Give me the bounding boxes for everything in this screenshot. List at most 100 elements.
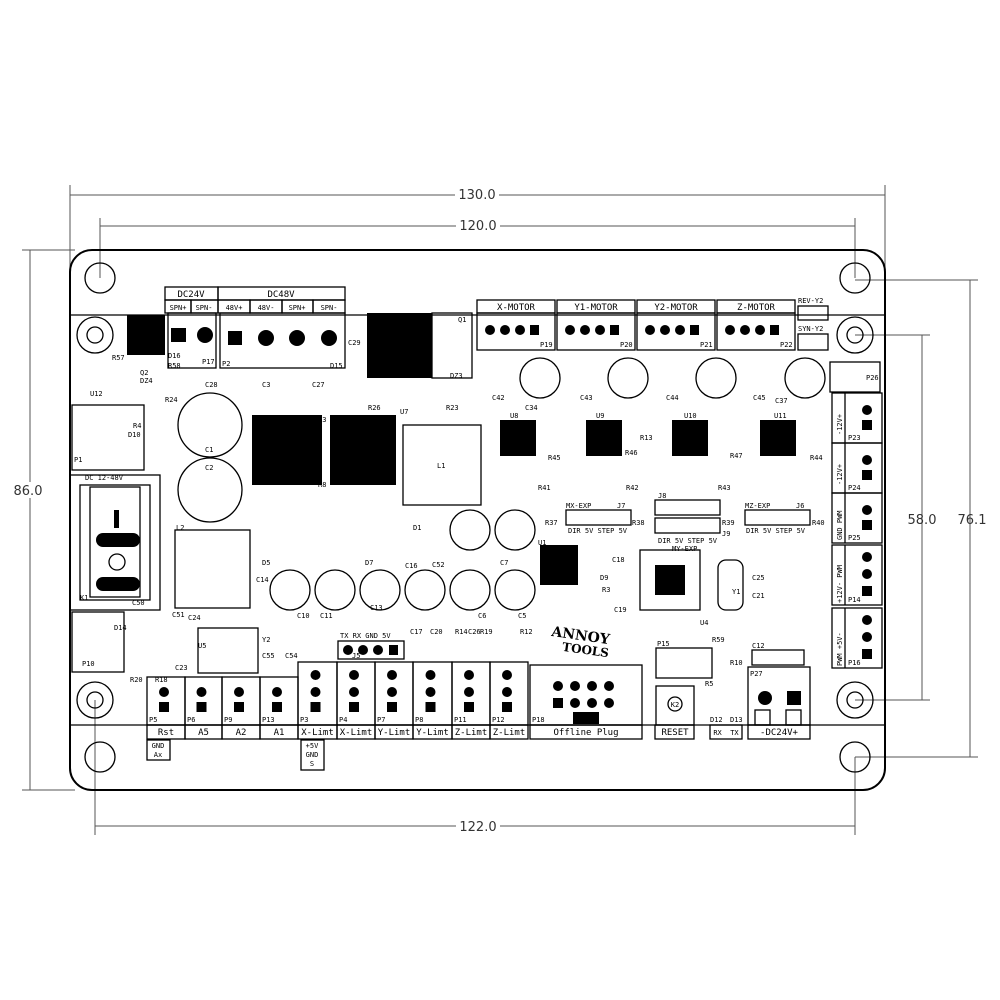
svg-text:P22: P22 xyxy=(780,341,793,349)
component-ref: L2 xyxy=(176,524,184,532)
component-ref: R45 xyxy=(548,454,561,462)
component-ref: C29 xyxy=(348,339,361,347)
svg-text:SPN-: SPN- xyxy=(196,304,213,312)
component-ref: C51 xyxy=(172,611,185,619)
component-ref: U9 xyxy=(596,412,604,420)
svg-text:RESET: RESET xyxy=(661,728,689,738)
svg-text:X-MOTOR: X-MOTOR xyxy=(497,303,536,313)
component-ref: C18 xyxy=(612,556,625,564)
expansion-headers: MX-EXP J7 DIR 5V STEP 5V J8 J9 DIR 5V ST… xyxy=(565,492,811,553)
svg-text:J6: J6 xyxy=(796,502,804,510)
component-ref: C52 xyxy=(432,561,445,569)
svg-text:DIR 5V STEP 5V: DIR 5V STEP 5V xyxy=(658,537,718,545)
dim-height-outer: 86.0 xyxy=(14,484,43,499)
motor-connectors: X-MOTOR P19 Y1-MOTOR P20 Y2-MOTOR P21 Z-… xyxy=(476,299,796,351)
component-ref: R3 xyxy=(602,586,610,594)
component-ref: DZ4 xyxy=(140,377,153,385)
svg-text:48V-: 48V- xyxy=(258,304,275,312)
rx-tx-leds: D12 D13 RX TX xyxy=(709,716,743,740)
component-ref: Y2 xyxy=(262,636,270,644)
svg-text:Ax: Ax xyxy=(154,751,162,759)
component-ref: C16 xyxy=(405,562,418,570)
component-ref: C44 xyxy=(666,394,679,402)
component-ref: C10 xyxy=(297,612,310,620)
svg-text:MY-EXP: MY-EXP xyxy=(672,545,697,553)
component-ref: C54 xyxy=(285,652,298,660)
svg-text:Rst: Rst xyxy=(158,728,174,738)
component-ref: R39 xyxy=(722,519,735,527)
component-ref: DZ3 xyxy=(450,372,463,380)
svg-text:SPN+: SPN+ xyxy=(170,304,187,312)
power-switch[interactable]: DC 12-48V K1 xyxy=(69,474,161,611)
component-ref: R12 xyxy=(520,628,533,636)
svg-text:P11: P11 xyxy=(454,716,467,724)
svg-text:P7: P7 xyxy=(377,716,385,724)
component-ref: R26 xyxy=(368,404,381,412)
component-ref: D1 xyxy=(413,524,421,532)
component-ref: C28 xyxy=(205,381,218,389)
svg-text:SPN-: SPN- xyxy=(321,304,338,312)
svg-text:REV-Y2: REV-Y2 xyxy=(798,297,823,305)
svg-text:S: S xyxy=(310,760,314,768)
svg-text:Y-Limt: Y-Limt xyxy=(378,728,411,738)
component-ref: D7 xyxy=(365,559,373,567)
serial-header-j5: TX RX GND 5V J5 xyxy=(337,632,405,660)
motor-connector-z: Z-MOTOR P22 xyxy=(716,299,796,351)
svg-text:P16: P16 xyxy=(848,659,861,667)
motor-connector-y2: Y2-MOTOR P21 xyxy=(636,299,716,351)
component-ref: C2 xyxy=(205,464,213,472)
component-ref: U12 xyxy=(90,390,103,398)
svg-text:P13: P13 xyxy=(262,716,275,724)
component-ref: R37 xyxy=(545,519,558,527)
svg-text:P4: P4 xyxy=(339,716,347,724)
svg-text:-12V+: -12V+ xyxy=(836,464,844,485)
svg-text:P6: P6 xyxy=(187,716,195,724)
component-ref: Q1 xyxy=(458,316,466,324)
svg-text:Z-MOTOR: Z-MOTOR xyxy=(737,303,776,313)
component-ref: R58 xyxy=(168,362,181,370)
component-ref: R42 xyxy=(626,484,639,492)
svg-text:P25: P25 xyxy=(848,534,861,542)
component-ref: C19 xyxy=(614,606,627,614)
svg-text:A5: A5 xyxy=(198,728,209,738)
component-ref: C42 xyxy=(492,394,505,402)
component-ref: U11 xyxy=(774,412,787,420)
component-ref: C7 xyxy=(500,559,508,567)
component-ref: C23 xyxy=(175,664,188,672)
bottom-connector-p7: P7Y-Limt xyxy=(374,661,414,740)
component-ref: D16 xyxy=(168,352,181,360)
svg-text:J5: J5 xyxy=(352,652,360,660)
component-ref: C55 xyxy=(262,652,275,660)
component-ref: R40 xyxy=(812,519,825,527)
svg-text:P14: P14 xyxy=(848,596,861,604)
svg-text:DIR 5V STEP 5V: DIR 5V STEP 5V xyxy=(746,527,806,535)
svg-text:MX-EXP: MX-EXP xyxy=(566,502,591,510)
component-ref: D14 xyxy=(114,624,127,632)
component-ref: R5 xyxy=(705,680,713,688)
reset-button[interactable]: P15 K2 RESET xyxy=(654,640,713,740)
right-connectors: -12V+ P23 -12V+ P24 GND PWM P25 +12V- PW… xyxy=(831,392,883,669)
svg-text:GND: GND xyxy=(152,742,165,750)
svg-text:TOOLS: TOOLS xyxy=(561,640,609,660)
svg-text:P23: P23 xyxy=(848,434,861,442)
component-ref: U1 xyxy=(538,539,546,547)
annoy-tools-logo: ANNOY TOOLS xyxy=(549,624,611,660)
svg-text:DC 12-48V: DC 12-48V xyxy=(85,474,124,482)
svg-text:P8: P8 xyxy=(415,716,423,724)
component-ref: R44 xyxy=(810,454,823,462)
component-ref: C45 xyxy=(753,394,766,402)
component-ref: C3 xyxy=(262,381,270,389)
component-ref: C43 xyxy=(580,394,593,402)
bottom-connector-p4: P4X-Limt xyxy=(336,661,376,740)
y2-jumpers[interactable]: REV-Y2 SYN-Y2 P26 xyxy=(797,297,881,393)
component-ref: L1 xyxy=(437,462,445,470)
svg-text:GND: GND xyxy=(306,751,319,759)
svg-text:GND PWM: GND PWM xyxy=(836,510,844,540)
svg-text:X-Limt: X-Limt xyxy=(301,728,334,738)
component-ref: C11 xyxy=(320,612,333,620)
